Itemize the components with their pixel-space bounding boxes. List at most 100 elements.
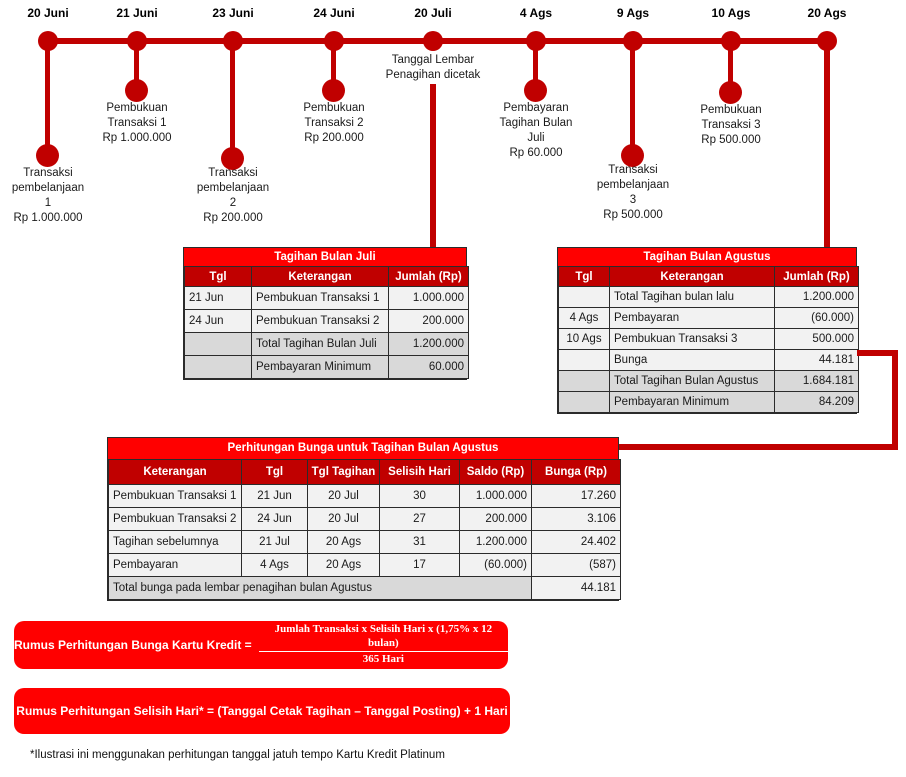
cell-tgl: 21 Jun <box>184 286 252 310</box>
table-row: 21 Jun Pembukuan Transaksi 1 1.000.000 <box>184 286 469 310</box>
event-label: Transaksi pembelanjaan 2 Rp 200.000 <box>196 167 270 224</box>
formula-box-selisih: Rumus Perhitungan Selisih Hari* = (Tangg… <box>14 688 510 734</box>
bunga-table-title: Perhitungan Bunga untuk Tagihan Bulan Ag… <box>108 438 618 459</box>
header-cell: Selisih Hari <box>379 459 460 485</box>
cell-jumlah: 44.181 <box>774 349 859 371</box>
cell-tgl: 4 Ags <box>558 307 610 329</box>
timeline-date-label: 4 Ags <box>519 6 553 20</box>
bunga-connector-top <box>857 350 898 356</box>
timeline-date-label: 21 Juni <box>116 6 158 20</box>
cell-tgl-tagihan: 20 Ags <box>307 530 380 554</box>
timeline-node-dot <box>526 31 546 51</box>
cell-jumlah: 1.684.181 <box>774 370 859 392</box>
cell-bunga: 3.106 <box>531 507 621 531</box>
header-cell: Keterangan <box>108 459 242 485</box>
timeline-node-dot <box>127 31 147 51</box>
cell-tgl-tagihan: 20 Jul <box>307 507 380 531</box>
cell-tgl <box>558 349 610 371</box>
bunga-connector-side <box>892 350 898 450</box>
table-row: Tagihan sebelumnya 21 Jul 20 Ags 31 1.20… <box>108 530 621 554</box>
cell-tgl <box>558 286 610 308</box>
timeline-date-label: 10 Ags <box>711 6 751 20</box>
timeline-stem <box>533 41 538 90</box>
timeline-node-dot <box>38 31 58 51</box>
timeline-date-label: 20 Ags <box>807 6 847 20</box>
cell-saldo: (60.000) <box>459 553 532 577</box>
formula-bunga-prefix: Rumus Perhitungan Bunga Kartu Kredit = <box>14 638 252 652</box>
table-row: Pembukuan Transaksi 2 24 Jun 20 Jul 27 2… <box>108 507 621 531</box>
formula-selisih-text: Rumus Perhitungan Selisih Hari* = (Tangg… <box>16 704 508 718</box>
cell-tgl <box>184 332 252 356</box>
cell-jumlah: 200.000 <box>388 309 469 333</box>
cell-bunga: (587) <box>531 553 621 577</box>
event-label: Pembukuan Transaksi 2 Rp 200.000 <box>303 102 365 144</box>
cell-jumlah: 1.200.000 <box>774 286 859 308</box>
cell-keterangan: Pembayaran <box>108 553 242 577</box>
table-row: Pembayaran Minimum 84.209 <box>558 391 859 413</box>
timeline-date-label: 9 Ags <box>616 6 650 20</box>
formula-box-bunga: Rumus Perhitungan Bunga Kartu Kredit = J… <box>14 621 508 669</box>
timeline-stem <box>45 41 50 155</box>
timeline-date-label: 20 Juni <box>27 6 69 20</box>
cell-keterangan: Pembukuan Transaksi 2 <box>108 507 242 531</box>
cell-keterangan: Pembukuan Transaksi 1 <box>251 286 389 310</box>
event-label: Pembukuan Transaksi 1 Rp 1.000.000 <box>102 102 172 144</box>
header-cell: Tgl <box>184 266 252 287</box>
table-row: Total Tagihan Bulan Juli 1.200.000 <box>184 332 469 356</box>
cell-jumlah: 1.200.000 <box>388 332 469 356</box>
juli-table-title: Tagihan Bulan Juli <box>184 248 466 266</box>
timeline-node-dot <box>223 31 243 51</box>
cell-jumlah: 60.000 <box>388 355 469 379</box>
table-row: 24 Jun Pembukuan Transaksi 2 200.000 <box>184 309 469 333</box>
event-dot <box>719 81 742 104</box>
event-label: Tanggal Lembar Penagihan dicetak <box>385 54 481 81</box>
cell-tgl-tagihan: 20 Jul <box>307 484 380 508</box>
table-row: Pembayaran 4 Ags 20 Ags 17 (60.000) (587… <box>108 553 621 577</box>
timeline-date-label: 20 Juli <box>414 6 452 20</box>
cell-keterangan: Pembukuan Transaksi 1 <box>108 484 242 508</box>
cell-selisih-hari: 31 <box>379 530 460 554</box>
table-total-row: Total bunga pada lembar penagihan bulan … <box>108 576 621 600</box>
juli-table: Tagihan Bulan Juli Tgl Keterangan Jumlah… <box>183 247 469 380</box>
agustus-table-grid: Tgl Keterangan Jumlah (Rp) Total Tagihan… <box>558 266 859 413</box>
timeline-stem <box>630 41 635 155</box>
cell-keterangan: Bunga <box>609 349 775 371</box>
agustus-table-title: Tagihan Bulan Agustus <box>558 248 856 266</box>
cell-bunga: 24.402 <box>531 530 621 554</box>
header-cell: Keterangan <box>251 266 389 287</box>
header-cell: Bunga (Rp) <box>531 459 621 485</box>
header-cell: Jumlah (Rp) <box>388 266 469 287</box>
event-label: Transaksi pembelanjaan 1 Rp 1.000.000 <box>11 167 85 224</box>
cell-keterangan: Pembukuan Transaksi 2 <box>251 309 389 333</box>
timeline-node-dot <box>623 31 643 51</box>
bunga-connector-bottom <box>619 444 898 450</box>
timeline-stem <box>230 41 235 158</box>
cell-bunga: 17.260 <box>531 484 621 508</box>
timeline-stem <box>728 41 733 92</box>
cell-tgl: 21 Jun <box>241 484 308 508</box>
cell-tgl: 24 Jun <box>184 309 252 333</box>
timeline-date-label: 23 Juni <box>212 6 254 20</box>
table-row: 10 Ags Pembukuan Transaksi 3 500.000 <box>558 328 859 350</box>
bunga-table-grid: Keterangan Tgl Tgl Tagihan Selisih Hari … <box>108 459 621 600</box>
cell-selisih-hari: 30 <box>379 484 460 508</box>
event-dot <box>125 79 148 102</box>
agustus-table: Tagihan Bulan Agustus Tgl Keterangan Jum… <box>557 247 859 414</box>
header-cell: Keterangan <box>609 266 775 287</box>
table-row: Total Tagihan bulan lalu 1.200.000 <box>558 286 859 308</box>
cell-saldo: 1.000.000 <box>459 484 532 508</box>
footnote: *Ilustrasi ini menggunakan perhitungan t… <box>30 749 445 761</box>
event-dot <box>524 79 547 102</box>
cell-total-bunga: 44.181 <box>531 576 621 600</box>
cell-jumlah: 1.000.000 <box>388 286 469 310</box>
cell-tgl: 21 Jul <box>241 530 308 554</box>
timeline-node-dot <box>324 31 344 51</box>
cell-keterangan: Total Tagihan Bulan Juli <box>251 332 389 356</box>
timeline-stem <box>331 41 336 90</box>
cell-tgl <box>558 370 610 392</box>
timeline-node-dot <box>721 31 741 51</box>
cell-tgl: 10 Ags <box>558 328 610 350</box>
cell-keterangan: Pembayaran <box>609 307 775 329</box>
cell-saldo: 1.200.000 <box>459 530 532 554</box>
